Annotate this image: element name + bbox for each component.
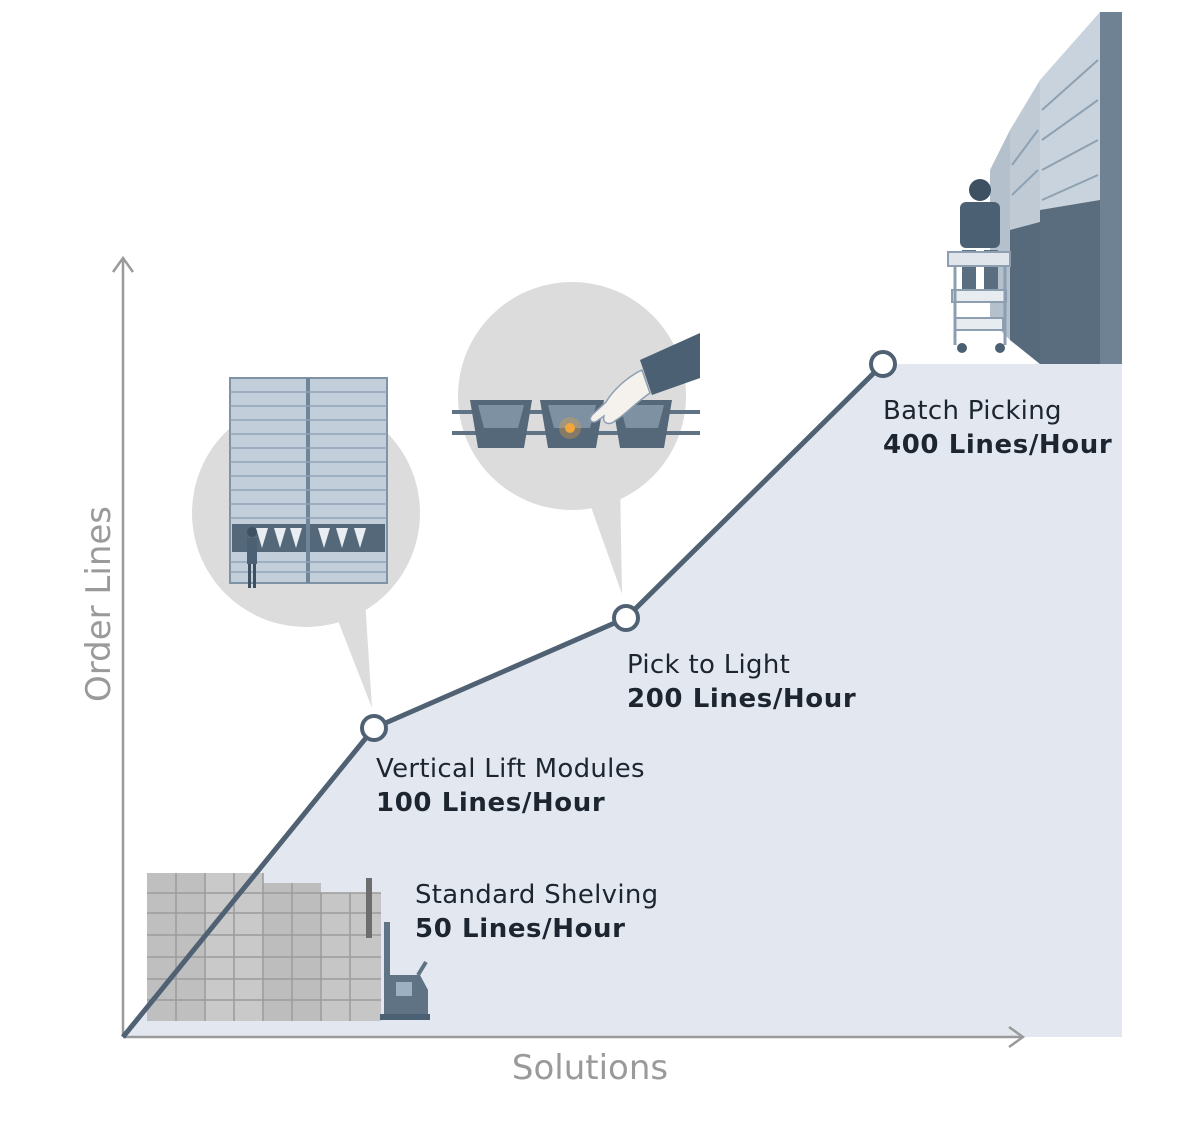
x-axis-title: Solutions xyxy=(512,1048,668,1088)
point-label-vertical-lift-modules: Vertical Lift Modules 100 Lines/Hour xyxy=(376,754,645,819)
solution-name: Standard Shelving xyxy=(415,880,659,910)
data-point-marker-batch-picking xyxy=(869,350,897,378)
y-axis-title: Order Lines xyxy=(79,506,119,702)
batch-picking-worker-icon xyxy=(947,12,1122,364)
vertical-lift-module-bubble xyxy=(192,377,420,708)
area-fill xyxy=(123,364,1122,1037)
series-line-group xyxy=(121,350,897,1039)
solution-rate: 100 Lines/Hour xyxy=(376,787,606,818)
vertical-lift-module-icon xyxy=(229,377,388,588)
y-axis-arrow xyxy=(111,255,135,273)
solution-rate: 50 Lines/Hour xyxy=(415,913,626,944)
solution-rate: 200 Lines/Hour xyxy=(627,683,857,714)
solution-name: Vertical Lift Modules xyxy=(376,754,645,784)
x-axis-arrow xyxy=(1008,1025,1026,1049)
pick-to-light-bubble xyxy=(452,282,700,594)
series-line xyxy=(121,362,885,1039)
solution-name: Batch Picking xyxy=(883,396,1062,426)
solution-name: Pick to Light xyxy=(627,650,791,680)
point-label-standard-shelving: Standard Shelving 50 Lines/Hour xyxy=(415,880,659,945)
axes xyxy=(111,255,1026,1049)
data-point-marker-pick-to-light xyxy=(612,604,640,632)
solution-rate: 400 Lines/Hour xyxy=(883,429,1113,460)
data-point-marker-vertical-lift-modules xyxy=(360,714,388,742)
pick-to-light-icon xyxy=(452,333,700,448)
point-label-batch-picking: Batch Picking 400 Lines/Hour xyxy=(883,396,1113,461)
point-label-pick-to-light: Pick to Light 200 Lines/Hour xyxy=(627,650,857,715)
